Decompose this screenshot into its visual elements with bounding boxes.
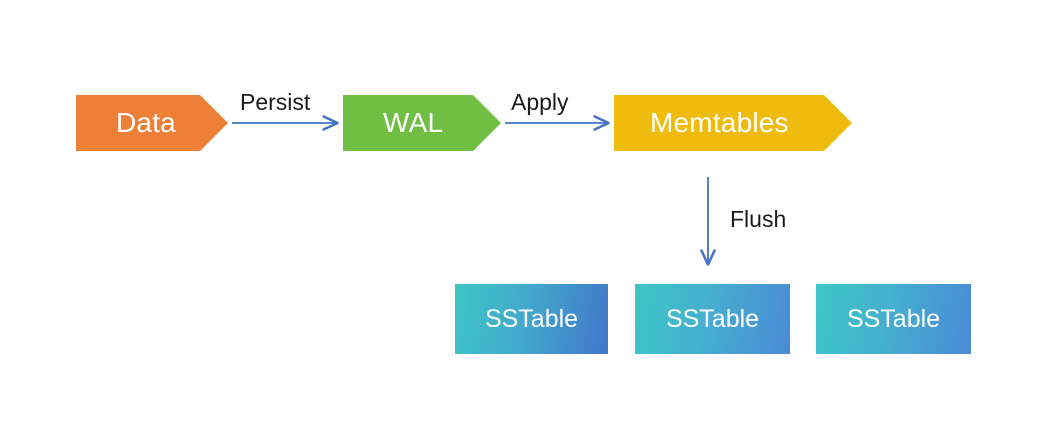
arrow-flush [698,177,718,277]
node-wal-label: WAL [383,107,444,138]
arrow-persist [232,113,362,133]
edge-label-persist: Persist [240,89,311,115]
arrow-apply [505,113,635,133]
node-data-label: Data [116,107,176,138]
node-memtables-label: Memtables [650,107,789,138]
edge-label-apply: Apply [511,89,569,115]
node-sstable-2-label: SSTable [665,304,760,333]
node-memtables-shape [614,95,852,151]
node-sstable-3-label: SSTable [846,304,941,333]
edge-label-flush: Flush [730,206,787,232]
node-sstable-2[interactable]: SSTable [635,284,790,354]
node-wal[interactable]: WAL [343,95,501,151]
node-data-shape [76,95,228,151]
node-sstable-3[interactable]: SSTable [816,284,971,354]
node-sstable-1[interactable]: SSTable [455,284,608,354]
node-data[interactable]: Data [76,95,228,151]
node-memtables[interactable]: Memtables [614,95,852,151]
node-wal-shape [343,95,501,151]
node-sstable-1-label: SSTable [484,304,579,333]
